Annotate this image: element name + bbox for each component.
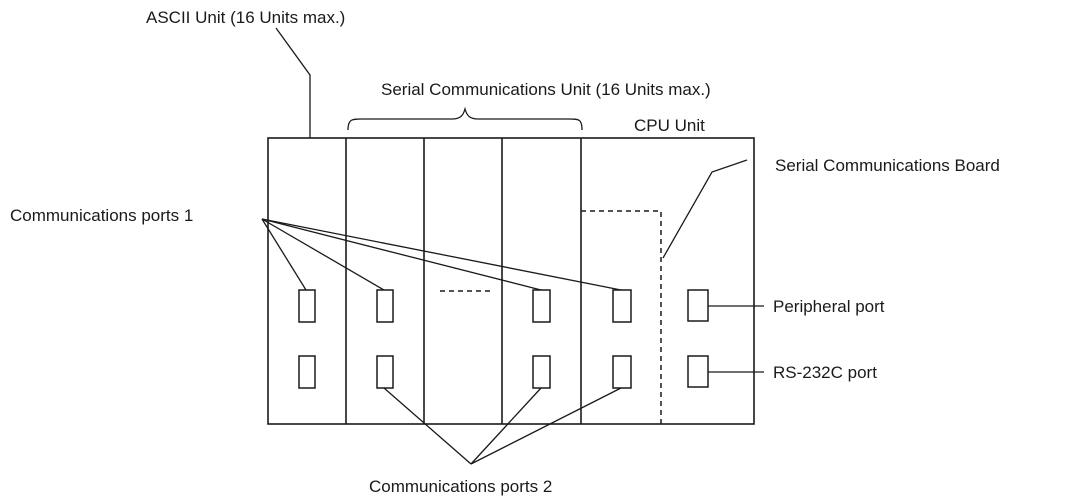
serial-unit-a-port-1 (376, 289, 394, 323)
ports-2-label: Communications ports 2 (369, 477, 552, 496)
cpu-peripheral-port (687, 289, 709, 322)
serial-board-port-2 (612, 355, 632, 389)
cpu-unit-label: CPU Unit (634, 116, 705, 135)
serial-board-port-1 (612, 289, 632, 323)
ascii-port-2 (298, 355, 316, 389)
plc-rack (267, 137, 755, 425)
ascii-unit-label: ASCII Unit (16 Units max.) (146, 8, 345, 27)
serial-unit-a-port-2 (376, 355, 394, 389)
serial-board-label: Serial Communications Board (775, 156, 1000, 175)
ports-1-leader-board (261, 218, 622, 291)
serial-unit-label: Serial Communications Unit (16 Units max… (381, 80, 711, 99)
ports-1-leader-serial-c (261, 218, 542, 291)
ascii-unit-leader (275, 27, 311, 138)
serial-board-leader (662, 159, 748, 259)
ports-2-leader-serial-a (383, 387, 472, 465)
ports-1-leader-serial-a (261, 218, 385, 291)
ascii-port-1 (298, 289, 316, 323)
peripheral-port-label: Peripheral port (773, 297, 885, 316)
serial-unit-brace (347, 106, 583, 131)
serial-unit-c-port-1 (532, 289, 551, 323)
ports-1-leader-ascii (261, 218, 307, 291)
cpu-rs232c-port (687, 355, 709, 388)
serial-unit-c-port-2 (532, 355, 551, 389)
ports-1-label: Communications ports 1 (10, 206, 193, 225)
ports-2-leader-serial-c (470, 387, 542, 465)
rs232c-port-label: RS-232C port (773, 363, 877, 382)
ports-2-leader-board (470, 387, 622, 465)
